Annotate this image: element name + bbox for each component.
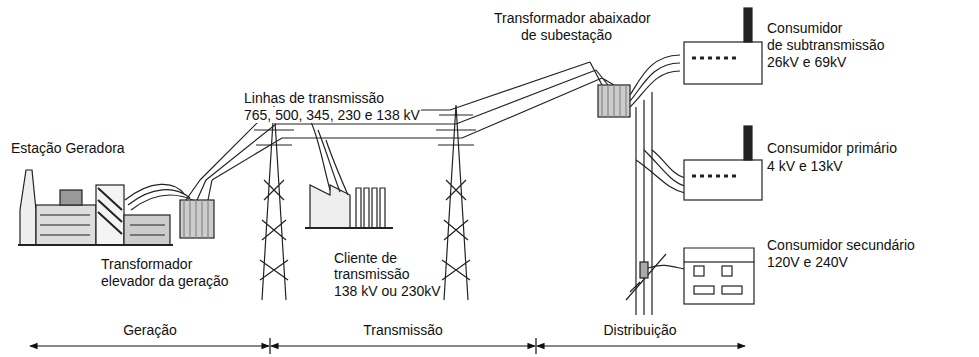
section-label: Transmissão (362, 322, 444, 338)
component-label-text: Estação Geradora (10, 140, 126, 156)
component-label-text: Linhas de transmissão (243, 90, 385, 106)
voltage-label: 765, 500, 345, 230 e 138 kV (243, 107, 421, 123)
voltage-label-text: 765, 500, 345, 230 e 138 kV (243, 107, 421, 123)
component-label-text: Transformador abaixador (493, 10, 652, 26)
component-label: Consumidor secundário (766, 237, 916, 253)
component-label: Linhas de transmissão (243, 90, 385, 106)
component-label: elevador da geração (100, 273, 230, 289)
component-label-text: elevador da geração (100, 273, 230, 289)
voltage-label-text: 26kV e 69kV (766, 54, 847, 70)
component-label: de subestação (520, 27, 613, 43)
component-label: Consumidor primário (766, 140, 898, 156)
component-label-text: Consumidor secundário (766, 237, 916, 253)
component-label: Transformador (100, 256, 193, 272)
voltage-label: 120V e 240V (766, 254, 849, 270)
voltage-label: 4 kV e 13kV (766, 158, 844, 174)
component-label: Consumidor (766, 20, 843, 36)
component-label-text: Transformador (100, 256, 193, 272)
component-label-text: Consumidor primário (766, 140, 898, 156)
component-label: transmissão (333, 266, 410, 282)
component-label-text: transmissão (333, 266, 410, 282)
component-label-text: Consumidor (766, 20, 843, 36)
component-label: Transformador abaixador (493, 10, 652, 26)
component-label: de subtransmissão (766, 37, 886, 53)
component-label-text: de subestação (520, 27, 613, 43)
section-label: Distribuição (602, 322, 677, 338)
voltage-label: 138 kV ou 230kV (333, 283, 442, 299)
component-label: Estação Geradora (10, 140, 126, 156)
section-label: Geração (122, 322, 178, 338)
section-label-text: Transmissão (362, 322, 444, 338)
voltage-label-text: 4 kV e 13kV (766, 158, 844, 174)
component-label: Cliente de (333, 250, 398, 266)
section-label-text: Geração (122, 322, 178, 338)
section-label-text: Distribuição (602, 322, 677, 338)
component-label-text: Cliente de (333, 250, 398, 266)
voltage-label: 26kV e 69kV (766, 54, 847, 70)
voltage-label-text: 120V e 240V (766, 254, 849, 270)
component-label-text: de subtransmissão (766, 37, 886, 53)
voltage-label-text: 138 kV ou 230kV (333, 283, 442, 299)
